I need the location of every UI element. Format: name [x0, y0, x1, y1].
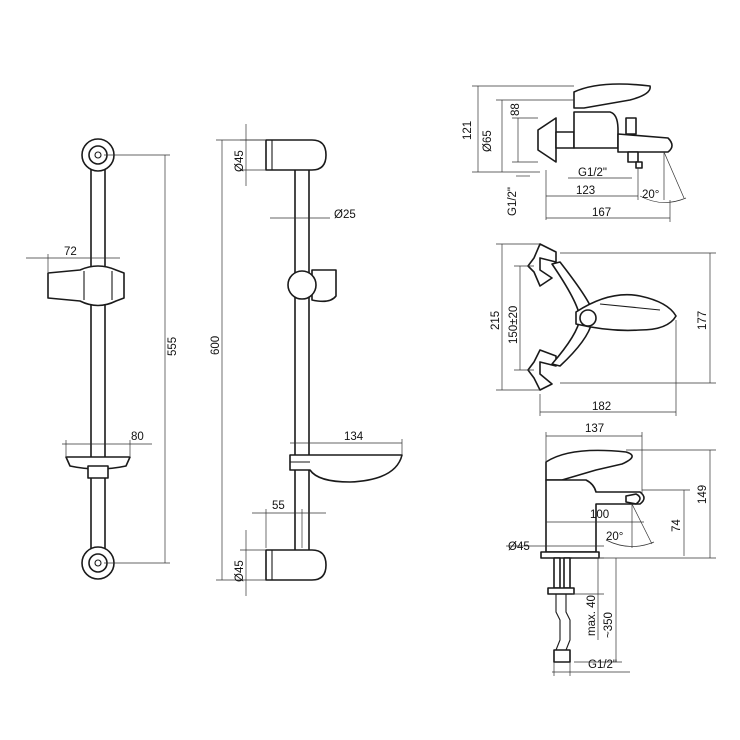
basin-mixer-view: 137 149 74 100 20° Ø45 — [506, 423, 716, 676]
dim-bath-123-label: 123 — [576, 185, 595, 197]
dim-side-height: 600 — [210, 139, 266, 581]
dim-bath-thread-label: G1/2" — [578, 167, 607, 179]
dim-bar-diameter-label: Ø25 — [334, 209, 356, 221]
dim-basin-74-label: 74 — [671, 519, 683, 532]
dim-bracket-offset: 55 — [252, 500, 326, 548]
dim-bath-angle: 20° — [639, 151, 687, 203]
dim-top-182: 182 — [539, 320, 677, 416]
dim-top-spacing-label: 150±20 — [508, 306, 520, 344]
dim-bath-inlet: G1/2" — [507, 175, 530, 216]
dim-bottom-bracket-diameter: Ø45 — [234, 530, 266, 596]
dim-basin-350: ~350 — [574, 558, 622, 663]
dim-top-177: 177 — [560, 252, 716, 384]
dim-bath-167: 167 — [546, 200, 671, 222]
dim-top-215: 215 — [490, 243, 540, 391]
dim-bath-angle-label: 20° — [642, 189, 659, 201]
dim-dish-width-label: 80 — [131, 431, 144, 443]
dim-top-bracket-diameter: Ø45 — [234, 124, 266, 186]
dim-bath-88: 88 — [496, 99, 574, 172]
dim-top-215-label: 215 — [490, 311, 502, 330]
dim-dish-depth: 134 — [290, 431, 403, 455]
dim-dish-width: 80 — [62, 431, 152, 456]
dim-bracket-offset-label: 55 — [272, 500, 285, 512]
dim-basin-angle-label: 20° — [606, 531, 623, 543]
dim-bath-inlet-label: G1/2" — [507, 187, 519, 216]
dim-top-spacing: 150±20 — [508, 265, 534, 371]
dim-basin-350-label: ~350 — [603, 612, 615, 638]
dim-bath-88-label: 88 — [510, 103, 522, 116]
dim-rail-height-label: 555 — [167, 337, 179, 356]
dim-holder-width: 72 — [26, 246, 120, 272]
dim-top-182-label: 182 — [592, 401, 611, 413]
dim-basin-thread-label: G1/2" — [588, 659, 617, 671]
dim-bath-65: Ø65 — [482, 117, 538, 163]
dim-side-height-label: 600 — [210, 336, 222, 355]
dim-bath-thread: G1/2" — [568, 167, 632, 179]
side-bottom-bracket — [265, 549, 327, 581]
dim-bottom-bracket-diameter-label: Ø45 — [234, 560, 246, 582]
side-top-bracket — [265, 139, 327, 171]
side-slider-holder — [287, 269, 337, 303]
shower-rail-front-view: 72 555 80 — [26, 138, 179, 580]
dim-basin-max40-label: max. 40 — [586, 595, 598, 636]
dim-bath-123: 123 — [545, 168, 639, 220]
dim-bath-121: 121 — [462, 85, 574, 173]
dim-bar-diameter: Ø25 — [270, 209, 356, 221]
dim-dish-depth-label: 134 — [344, 431, 364, 443]
dim-basin-base-label: Ø45 — [508, 541, 530, 553]
dim-top-177-label: 177 — [697, 311, 709, 330]
side-soap-dish — [289, 454, 403, 483]
dim-bath-167-label: 167 — [592, 207, 611, 219]
dim-basin-base: Ø45 — [506, 541, 604, 553]
dim-basin-149: 149 — [600, 449, 716, 559]
soap-dish — [65, 456, 131, 479]
bath-mixer-top-view: 215 150±20 177 182 — [490, 243, 716, 416]
dim-holder-width-label: 72 — [64, 246, 77, 258]
bath-mixer-side-view: 121 88 Ø65 G1/2" G1/2" 123 — [462, 83, 687, 222]
dim-basin-74: 74 — [642, 489, 690, 556]
dim-basin-angle: 20° — [605, 503, 655, 548]
dim-bath-65-label: Ø65 — [482, 130, 494, 152]
dim-basin-100-label: 100 — [590, 509, 609, 521]
slider-holder — [47, 265, 125, 307]
dim-rail-height: 555 — [104, 154, 179, 564]
shower-rail-side-view: Ø45 600 Ø25 134 55 — [210, 124, 403, 596]
dim-basin-thread: G1/2" — [552, 659, 630, 676]
dim-basin-100: 100 — [546, 509, 644, 523]
dim-basin-137: 137 — [545, 423, 643, 494]
dim-top-bracket-diameter-label: Ø45 — [234, 150, 246, 172]
dim-basin-max40: max. 40 — [572, 557, 604, 640]
dim-basin-149-label: 149 — [697, 485, 709, 504]
dim-bath-121-label: 121 — [462, 121, 474, 140]
dim-basin-137-label: 137 — [585, 423, 604, 435]
